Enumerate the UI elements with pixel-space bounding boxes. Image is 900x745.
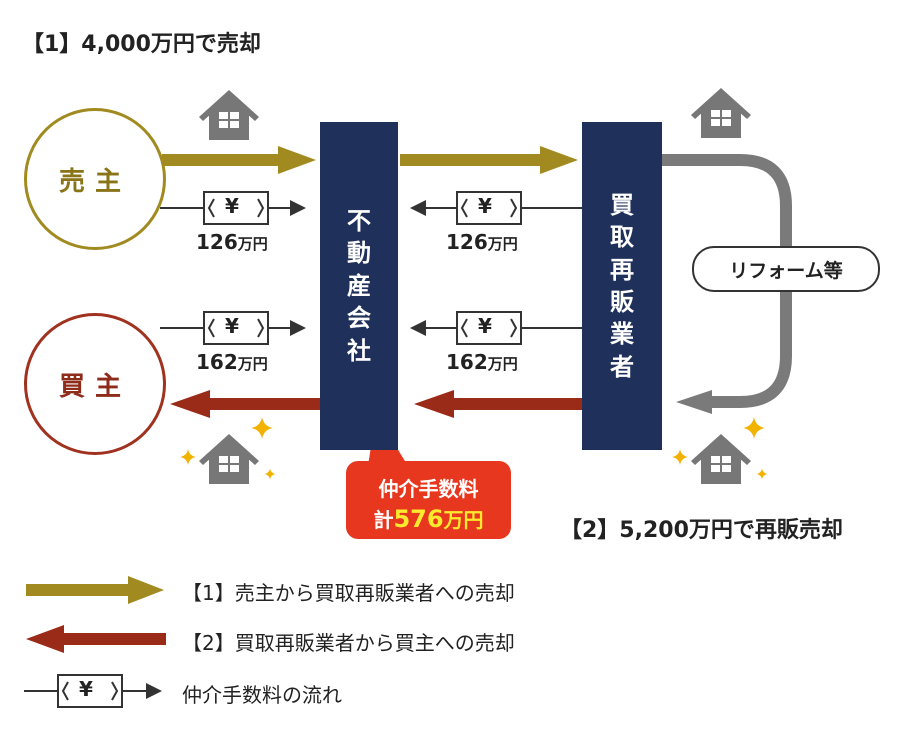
arrow-right-icon	[400, 146, 578, 174]
sparkle-icon	[672, 449, 688, 465]
agent-char: 不	[347, 207, 371, 236]
sparkle-icon	[264, 468, 276, 480]
seller-node: 売主	[24, 108, 166, 250]
arrow-right-icon	[162, 146, 316, 174]
reseller-char: 取	[610, 223, 634, 252]
sparkle-icon	[251, 417, 273, 439]
house-icon	[691, 434, 751, 484]
sparkle-icon	[743, 417, 765, 439]
reseller-char: 再	[610, 255, 634, 284]
reform-label-pill: リフォーム等	[692, 246, 880, 292]
callout-line2: 計576万円	[346, 504, 511, 533]
arrow-left-icon	[414, 390, 582, 418]
fee-amount-left-top: 126万円	[196, 230, 268, 254]
legend-item-2: 【2】買取再販業者から買主への売却	[182, 631, 515, 655]
fee-value: 162	[446, 350, 488, 374]
agent-char: 産	[347, 271, 371, 300]
buyer-node: 買主	[24, 313, 166, 455]
callout-unit: 万円	[443, 508, 484, 532]
fee-amount-right-top: 126万円	[446, 230, 518, 254]
callout-amount: 576	[393, 505, 444, 533]
reform-label: リフォーム等	[729, 259, 843, 282]
house-icon	[691, 88, 751, 138]
fee-unit: 万円	[237, 235, 268, 253]
real-estate-agent-box: 不 動 産 会 社	[320, 122, 398, 450]
fee-unit: 万円	[487, 235, 518, 253]
fee-unit: 万円	[487, 355, 518, 373]
seller-label: 売主	[58, 166, 131, 197]
title-sale-2: 【2】5,200万円で再販売却	[560, 518, 843, 543]
house-icon	[199, 434, 259, 484]
agent-char: 社	[347, 336, 371, 365]
legend-red-arrow	[26, 625, 166, 653]
reseller-char: 販	[610, 288, 634, 316]
fee-flow-left-top	[160, 191, 306, 225]
fee-total-callout: 仲介手数料 計576万円	[346, 461, 511, 539]
fee-amount-left-bottom: 162万円	[196, 350, 268, 374]
fee-amount-right-bottom: 162万円	[446, 350, 518, 374]
agent-char: 動	[347, 239, 371, 268]
legend-item-3: 仲介手数料の流れ	[182, 683, 342, 707]
sparkle-icon	[180, 449, 196, 465]
title-sale-1: 【1】4,000万円で売却	[22, 32, 261, 57]
fee-flow-right-top	[410, 191, 582, 225]
fee-value: 126	[446, 230, 488, 254]
yen-bill-icon: ¥	[225, 194, 239, 218]
yen-bill-icon: ¥	[478, 314, 492, 338]
yen-bill-icon: ¥	[225, 314, 239, 338]
fee-value: 126	[196, 230, 238, 254]
fee-value: 162	[196, 350, 238, 374]
arrow-left-icon	[170, 390, 320, 418]
yen-bill-icon: ¥	[478, 194, 492, 218]
agent-char: 会	[347, 304, 371, 333]
reseller-char: 買	[610, 190, 634, 219]
sparkle-icon	[756, 468, 768, 480]
fee-flow-left-bottom	[160, 311, 306, 345]
reseller-char: 者	[610, 352, 634, 381]
legend-fee-line	[24, 674, 162, 708]
reseller-box: 買 取 再 販 業 者	[582, 122, 662, 450]
reseller-char: 業	[610, 320, 634, 349]
legend-gold-arrow	[26, 576, 164, 604]
legend-item-1: 【1】売主から買取再販業者への売却	[182, 581, 515, 605]
buyer-label: 買主	[58, 371, 131, 402]
fee-flow-right-bottom	[410, 311, 582, 345]
callout-line1: 仲介手数料	[378, 477, 479, 501]
fee-unit: 万円	[237, 355, 268, 373]
yen-bill-icon: ¥	[79, 677, 93, 701]
house-icon	[199, 90, 259, 140]
callout-prefix: 計	[373, 508, 394, 532]
